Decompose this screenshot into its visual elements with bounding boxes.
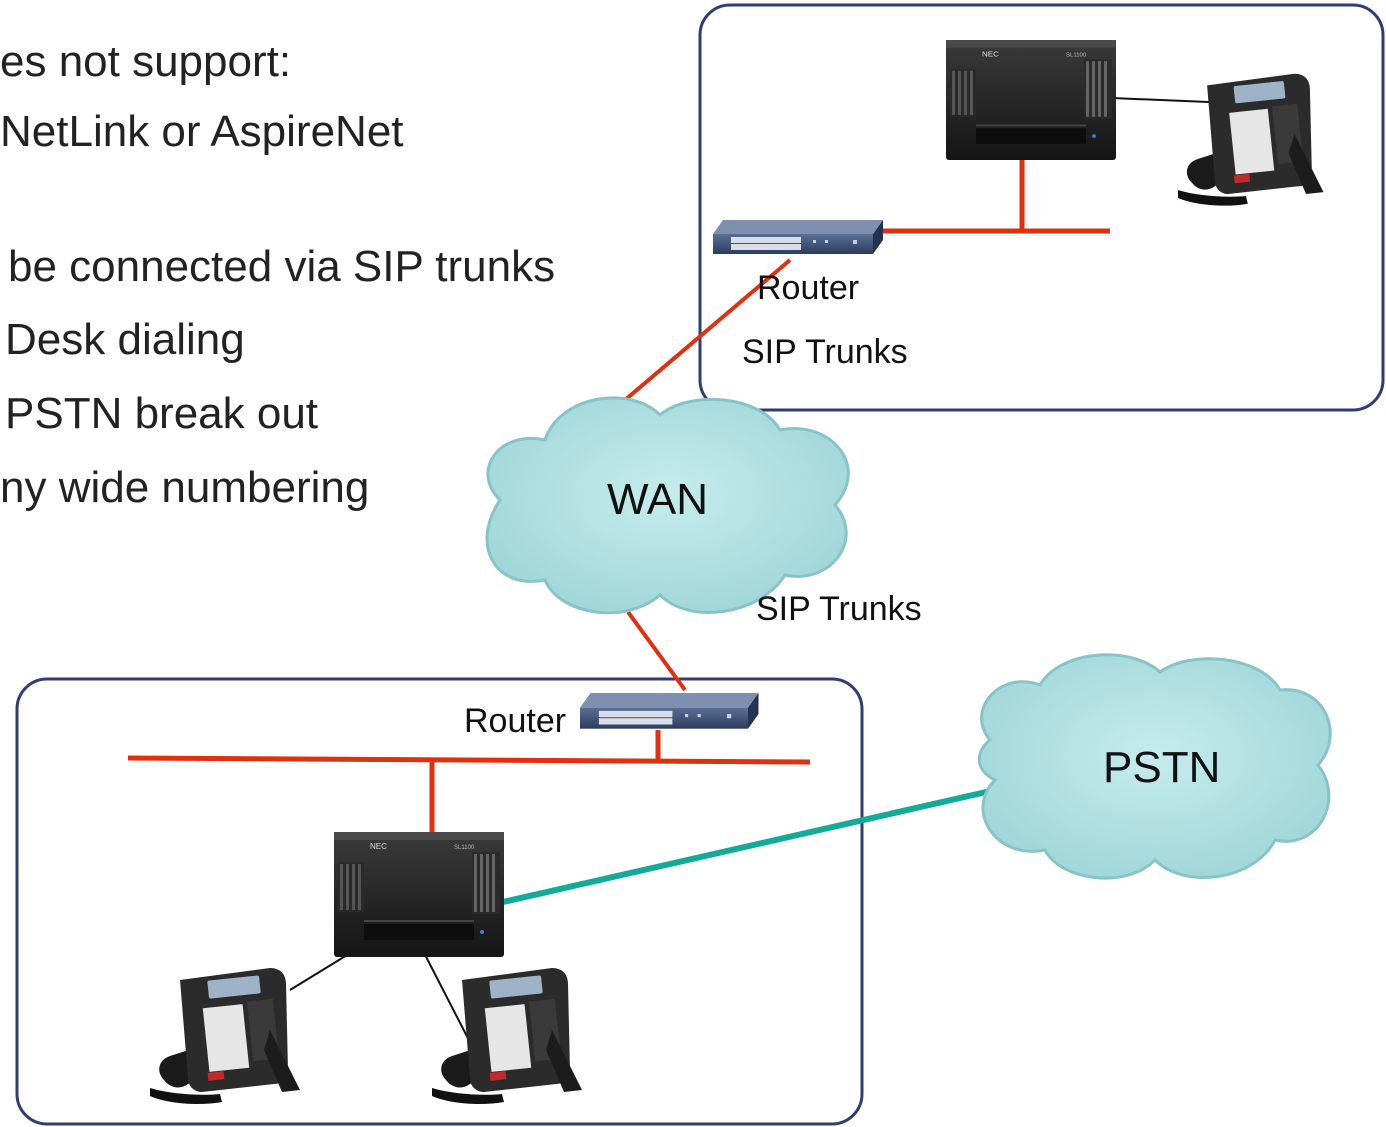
top-pbx: NEC SL1100 [946,40,1116,160]
bottom-phone-left [150,968,300,1104]
bottom-phone-cord-left [289,951,353,991]
pstn-label: PSTN [1103,743,1221,792]
pbx-brand: NEC [370,842,387,851]
pbx-brand: NEC [982,49,999,58]
bottom-wan-link [626,610,687,692]
bullet-line-1: es not support: [0,37,292,86]
wan-cloud [485,396,850,615]
top-wan-link [623,258,792,402]
top-site-boundary [698,3,1385,412]
bottom-lan-bus [127,755,811,765]
pbx-model: SL1100 [1066,52,1087,58]
pbx-model: SL1100 [454,845,475,851]
top-router-label: Router [757,269,860,307]
bottom-phone-cord-right [419,944,475,1051]
bottom-site-boundary [15,677,864,1126]
bottom-phone-right [432,968,582,1104]
bottom-router-label: Router [464,702,567,740]
bottom-router [580,693,759,729]
top-phone [1178,73,1324,206]
bullet-line-2: NetLink or AspireNet [0,107,404,156]
bottom-pbx: NEC SL1100 [334,832,504,957]
wan-sip-trunks-label: SIP Trunks [756,590,922,628]
pstn-cloud [977,653,1332,880]
top-router [713,220,883,254]
top-sip-trunks-label: SIP Trunks [742,333,908,371]
bullet-line-5: PSTN break out [5,389,319,438]
wan-label: WAN [607,475,709,524]
bullet-line-3: be connected via SIP trunks [8,242,556,291]
bullet-line-6: ny wide numbering [0,463,370,512]
pstn-link [502,787,996,905]
bullet-line-4: Desk dialing [5,315,245,364]
